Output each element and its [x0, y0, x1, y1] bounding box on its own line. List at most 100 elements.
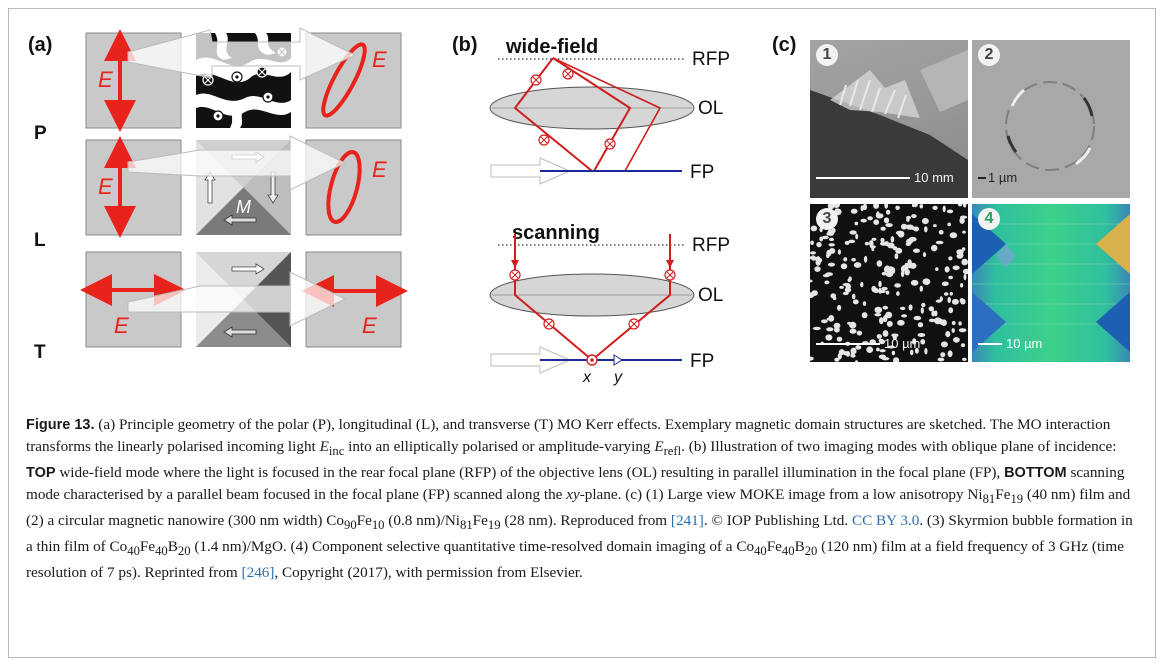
skyrmion-bubble [832, 204, 840, 208]
caption-text: , Copyright (2017), with permission from… [274, 564, 583, 582]
skyrmion-bubble [847, 278, 851, 282]
wide-field-polarisation-crosses [532, 70, 614, 148]
skyrmion-bubble [948, 256, 953, 261]
skyrmion-bubble [922, 252, 927, 258]
caption-sub: 40 [127, 544, 140, 559]
scanning-ray-left-arrowhead [511, 260, 519, 268]
skyrmion-bubble [810, 292, 815, 298]
skyrmion-bubble [810, 251, 816, 255]
skyrmion-bubble [910, 349, 914, 356]
skyrmion-bubble [947, 222, 951, 227]
caption-sub: 40 [781, 544, 795, 559]
skyrmion-bubble [961, 258, 968, 266]
caption-text: . © IOP Publishing Ltd. [703, 512, 852, 530]
caption-text: Fe [766, 538, 782, 556]
row-label-p: P [34, 123, 47, 144]
skyrmion-bubble [941, 281, 949, 287]
skyrmion-bubble [819, 236, 824, 242]
skyrmion-bubble [842, 283, 851, 286]
caption-sub: 10 [371, 518, 385, 533]
skyrmion-bubble [922, 278, 931, 285]
skyrmion-bubble [913, 315, 922, 321]
skyrmion-bubble [867, 216, 873, 221]
skyrmion-bubble [900, 270, 905, 278]
skyrmion-bubble [881, 286, 888, 291]
skyrmion-bubble [860, 281, 864, 288]
skyrmion-bubble [837, 249, 841, 255]
skyrmion-bubble [951, 298, 959, 305]
skyrmion-bubble [947, 350, 953, 358]
skyrmion-bubble [908, 304, 913, 311]
skyrmion-bubble [880, 241, 887, 246]
caption-reference-link[interactable]: [246] [241, 564, 275, 582]
skyrmion-bubble [855, 345, 862, 350]
caption-sub: 90 [344, 518, 357, 533]
caption-e-refl: E [654, 438, 664, 455]
skyrmion-bubble [850, 347, 857, 355]
skyrmion-bubble [882, 330, 889, 337]
scanning-ray-right [591, 234, 671, 361]
skyrmion-bubble [882, 305, 889, 310]
skyrmion-bubble [836, 336, 843, 342]
caption-sub: 20 [804, 544, 818, 559]
moke-image-1: 1 10 mm [810, 40, 968, 198]
skyrmion-bubble [948, 275, 953, 280]
moke-image-2: 2 1 µm [972, 40, 1130, 198]
skyrmion-bubble [878, 280, 882, 288]
skyrmion-bubble [871, 237, 877, 241]
caption-license-link[interactable]: CC BY 3.0 [851, 512, 920, 530]
skyrmion-bubble [917, 333, 926, 337]
caption-sub: 40 [754, 544, 767, 559]
skyrmion-bubble [879, 349, 886, 353]
skyrmion-bubble [907, 259, 912, 266]
skyrmion-bubble [866, 346, 874, 353]
skyrmion-bubble [883, 315, 888, 323]
skyrmion-bubble [828, 262, 835, 267]
skyrmion-bubble [810, 279, 813, 283]
skyrmion-bubble [962, 230, 966, 234]
l-input-e-label: E [98, 174, 113, 199]
caption-top-mode: TOP [26, 465, 56, 482]
caption-text: into an elliptically polarised or amplit… [344, 438, 655, 455]
caption-text: (a) Principle geometry of the polar (P),… [26, 416, 1111, 455]
skyrmion-bubble [947, 297, 951, 303]
skyrmion-bubble [876, 347, 880, 352]
skyrmion-bubble [834, 327, 840, 333]
skyrmion-bubble [949, 232, 958, 239]
skyrmion-bubble [835, 208, 839, 212]
l-light-arrow [127, 135, 347, 191]
panel-c-label: (c) [772, 34, 797, 56]
skyrmion-bubble [933, 224, 937, 228]
caption-text: Fe [139, 538, 156, 556]
skyrmion-bubble [849, 230, 857, 235]
skyrmion-bubble [891, 350, 896, 356]
caption-text: scanning mode characterised by a paralle… [26, 464, 1125, 504]
skyrmion-bubble [934, 317, 942, 325]
skyrmion-bubble [890, 236, 895, 243]
image-4-number: 4 [978, 208, 1000, 230]
skyrmion-bubble [884, 265, 890, 273]
skyrmion-bubble [921, 302, 926, 308]
skyrmion-bubble [828, 237, 835, 242]
skyrmion-bubble [862, 204, 868, 211]
skyrmion-bubble [826, 327, 834, 332]
skyrmion-bubble [861, 312, 868, 319]
image-2-scale-label: 1 µm [988, 170, 1018, 185]
skyrmion-bubble [922, 218, 929, 225]
skyrmion-bubble [810, 225, 818, 232]
skyrmion-bubble [960, 343, 966, 348]
wide-field-light-arrow [490, 157, 572, 185]
t-output-e-label: E [362, 313, 377, 338]
skyrmion-bubble [828, 243, 835, 247]
t-input-e-label: E [114, 313, 129, 338]
scanning-ol-label: OL [698, 285, 723, 306]
row-label-l: L [34, 230, 46, 251]
caption-reference-link[interactable]: [241] [670, 512, 704, 530]
scanning-rfp-label: RFP [692, 235, 730, 256]
caption-sub: 20 [177, 544, 191, 559]
skyrmion-bubble [963, 273, 967, 281]
skyrmion-bubble [842, 291, 849, 296]
skyrmion-bubble [910, 279, 919, 286]
skyrmion-bubble [897, 319, 905, 326]
skyrmion-bubble [895, 205, 900, 210]
